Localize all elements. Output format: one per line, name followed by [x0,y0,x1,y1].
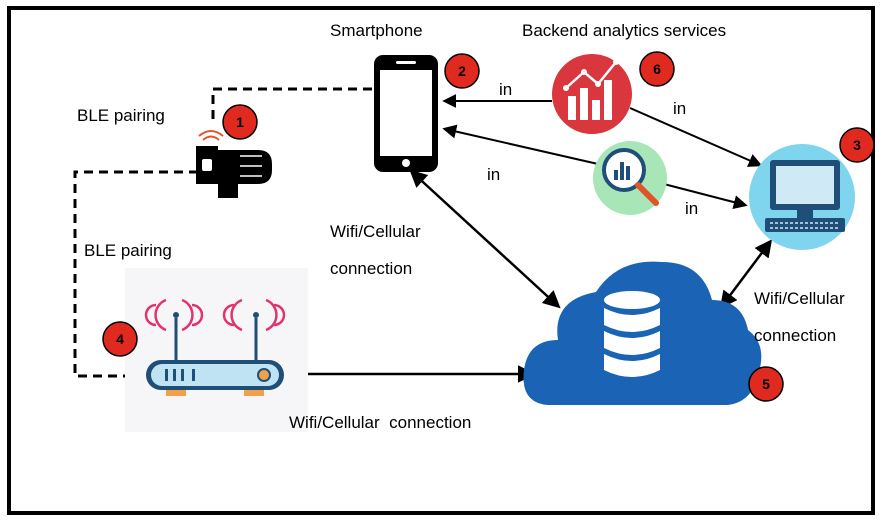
label-backend: Backend analytics services [522,21,726,40]
smartphone-icon [374,55,438,172]
analytics-chart-icon [552,54,632,134]
label-smartphone: Smartphone [330,21,423,40]
badge-cloud: 5 [748,366,784,402]
svg-text:5: 5 [762,376,770,392]
ble-link-wearable-router [73,170,198,378]
label-wifi-right-2: connection [754,326,836,345]
arrow-phone-cloud [409,169,561,309]
label-ble-pairing-top: BLE pairing [77,106,165,125]
arrow-analytics-to-computer [629,107,763,167]
svg-text:1: 1 [236,114,244,130]
svg-text:3: 3 [853,137,861,153]
ble-link-phone-wearable [211,87,372,122]
svg-text:2: 2 [458,63,466,79]
wearable-band-icon [196,130,272,198]
badge-analytics: 6 [639,51,675,87]
label-wifi-phone-1: Wifi/Cellular [330,222,421,241]
badge-smartphone: 2 [444,53,480,89]
label-in-analytics-computer: in [673,99,686,118]
arrow-computer-cloud [719,239,773,309]
label-in-search-computer: in [685,199,698,218]
wifi-router-icon [125,268,308,432]
badge-wearable: 1 [222,104,258,140]
label-ble-pairing-left: BLE pairing [84,241,172,260]
label-in-search-phone: in [487,165,500,184]
svg-text:6: 6 [653,61,661,77]
badge-router: 4 [102,321,138,357]
label-wifi-bottom: Wifi/Cellular connection [289,413,471,432]
desktop-computer-icon [749,144,855,250]
magnifier-chart-icon [593,141,667,215]
cloud-database-icon [523,261,762,405]
label-in-analytics-phone: in [499,80,512,99]
label-wifi-right-1: Wifi/Cellular [754,289,845,308]
svg-text:4: 4 [116,331,124,347]
label-wifi-phone-2: connection [330,259,412,278]
database-icon [604,291,660,377]
badge-computer: 3 [839,127,875,163]
arrow-search-to-computer [659,182,748,209]
arrow-search-to-phone [442,124,599,165]
